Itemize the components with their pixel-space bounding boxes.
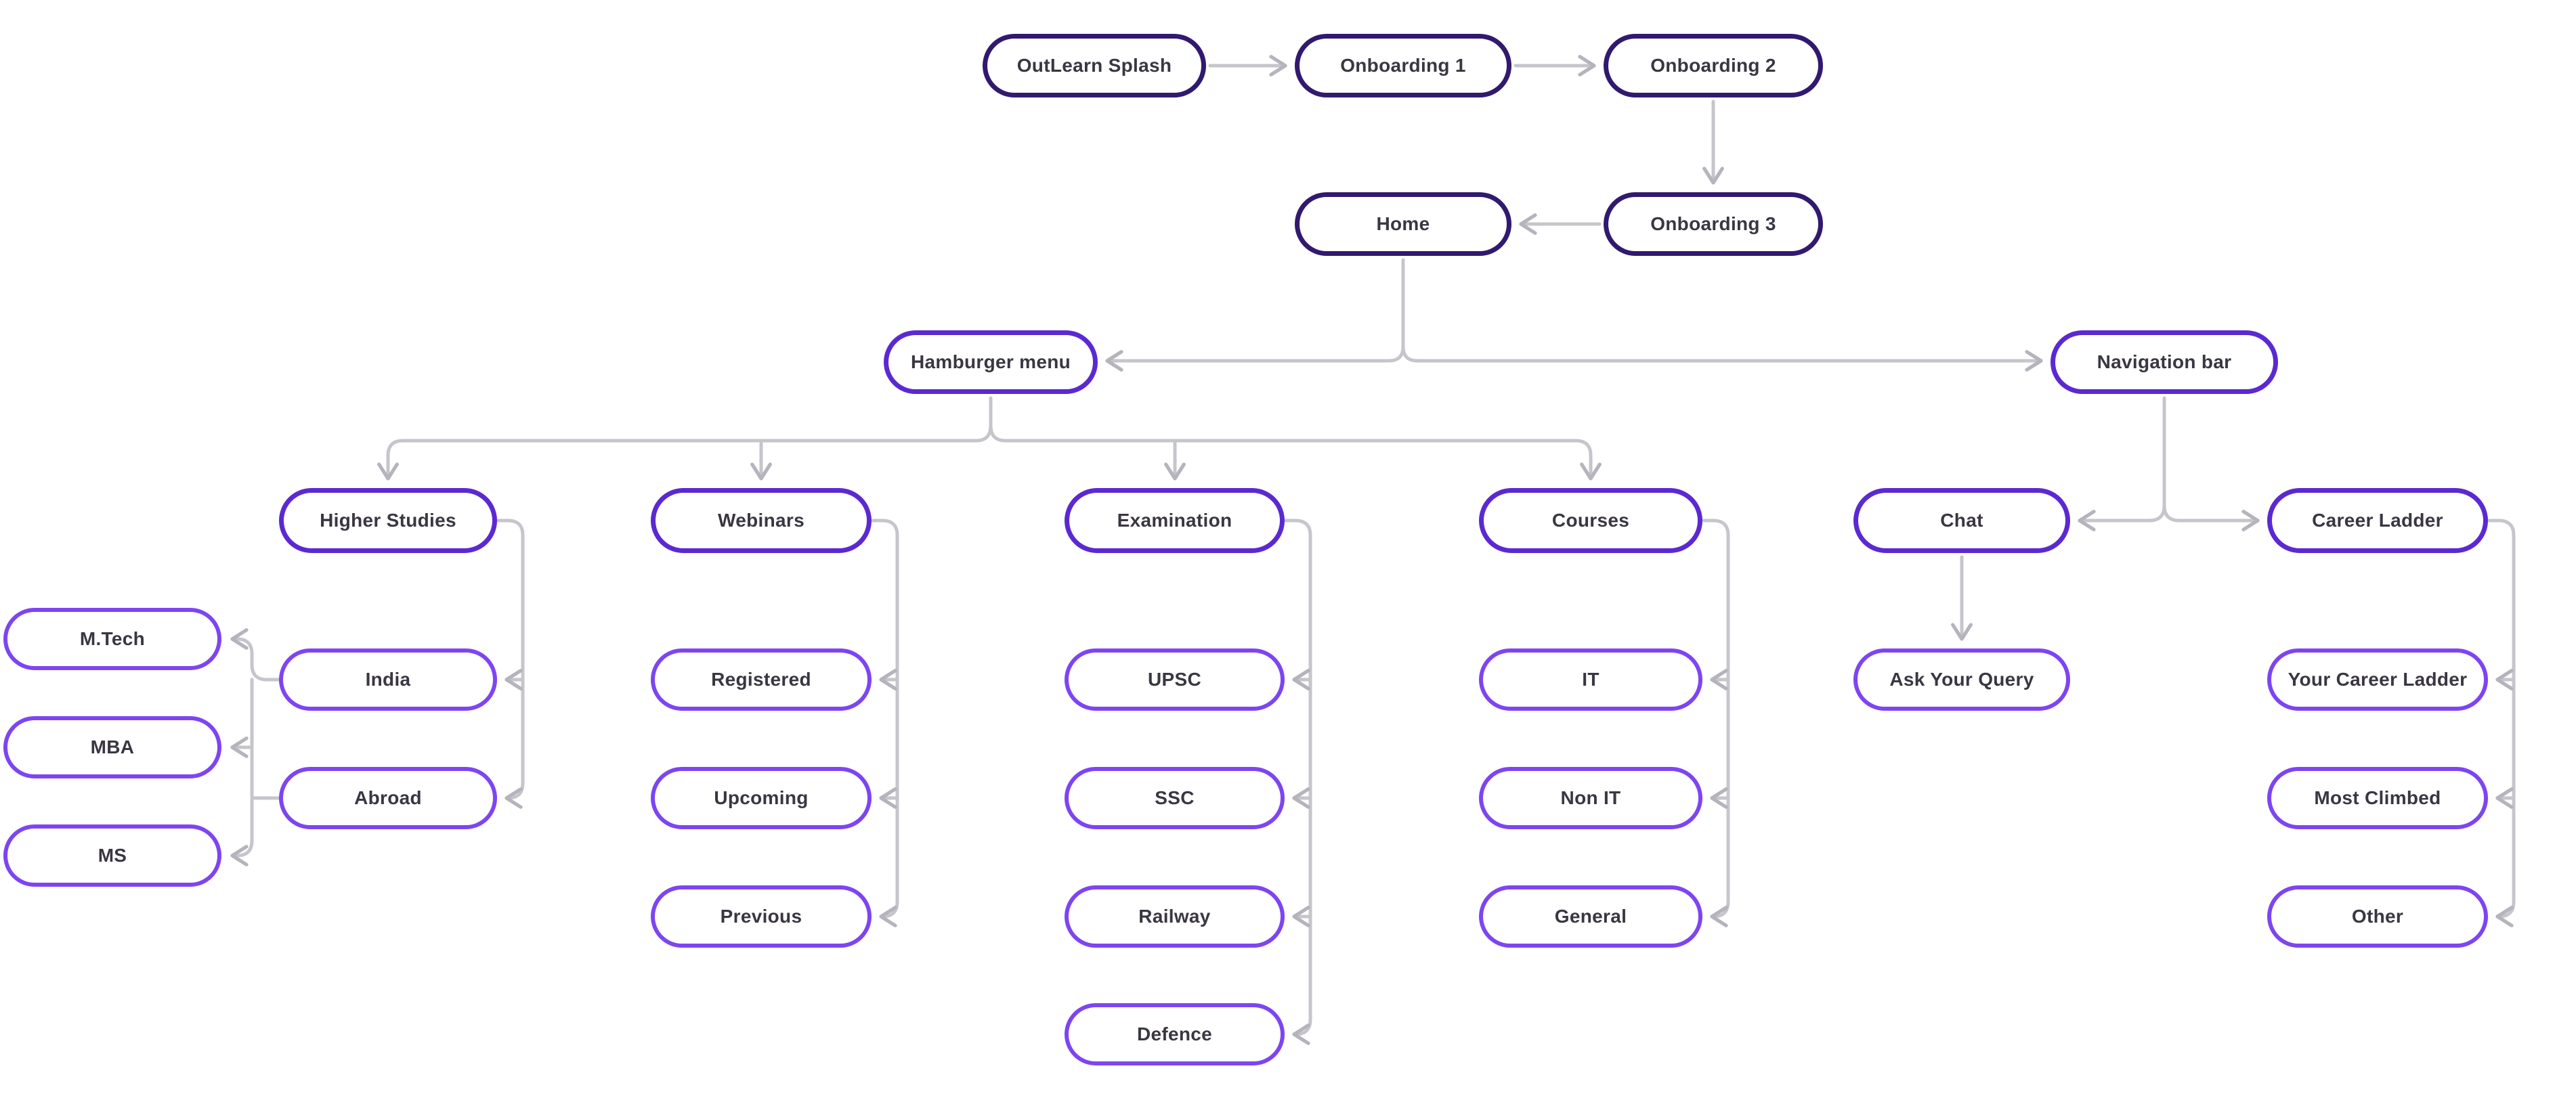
node-non-it-label: Non IT	[1560, 787, 1621, 808]
node-general-label: General	[1554, 906, 1627, 927]
node-home-label: Home	[1376, 213, 1430, 234]
connector-home-hamburger-menu	[1105, 258, 1405, 372]
node-webinars: Webinars	[651, 488, 872, 553]
node-onboarding-1-label: Onboarding 1	[1340, 55, 1466, 76]
node-onboarding-1: Onboarding 1	[1295, 34, 1511, 97]
node-your-career-ladder: Your Career Ladder	[2267, 648, 2488, 711]
node-india: India	[279, 648, 497, 711]
node-your-career-ladder-label: Your Career Ladder	[2288, 669, 2468, 690]
node-onboarding-3: Onboarding 3	[1604, 192, 1823, 256]
node-india-label: India	[365, 669, 411, 690]
node-ssc-label: SSC	[1155, 787, 1195, 808]
node-webinars-label: Webinars	[718, 510, 804, 531]
node-railway: Railway	[1065, 885, 1285, 948]
node-ms-label: MS	[98, 845, 127, 866]
node-other-label: Other	[2351, 906, 2404, 927]
node-previous-label: Previous	[720, 906, 802, 927]
node-navigation-bar: Navigation bar	[2051, 330, 2278, 394]
connector-examination-defence	[1284, 519, 1312, 1045]
node-upsc-label: UPSC	[1148, 669, 1201, 690]
node-home: Home	[1295, 192, 1511, 256]
connector-hamburger-higher-studies	[377, 396, 993, 481]
node-upsc: UPSC	[1065, 648, 1285, 711]
node-examination: Examination	[1065, 488, 1285, 553]
node-outlearn-splash: OutLearn Splash	[983, 34, 1206, 97]
node-courses-label: Courses	[1551, 510, 1630, 531]
node-abroad: Abroad	[279, 767, 497, 829]
connector-webinars-previous	[871, 519, 899, 927]
node-registered-label: Registered	[711, 669, 811, 690]
connector-home-navigation-bar	[1401, 345, 2043, 372]
node-defence: Defence	[1065, 1003, 1285, 1065]
node-registered: Registered	[651, 648, 872, 711]
node-ask-your-query: Ask Your Query	[1853, 648, 2070, 711]
node-higher-studies-label: Higher Studies	[320, 510, 456, 531]
node-navigation-bar-label: Navigation bar	[2097, 351, 2232, 372]
node-ask-your-query-label: Ask Your Query	[1889, 669, 2034, 690]
connector-india-mtech	[230, 628, 281, 682]
node-mtech-label: M.Tech	[79, 628, 146, 649]
node-it: IT	[1479, 648, 1702, 711]
node-career-ladder-label: Career Ladder	[2312, 510, 2443, 531]
node-ssc: SSC	[1065, 767, 1285, 829]
connector-courses-general	[1702, 519, 1730, 927]
node-career-ladder: Career Ladder	[2267, 488, 2488, 553]
node-mba-label: MBA	[90, 736, 135, 757]
connector-navbar-chat	[2078, 396, 2166, 531]
node-upcoming-label: Upcoming	[714, 787, 809, 808]
node-outlearn-splash-label: OutLearn Splash	[1016, 55, 1172, 76]
node-most-climbed: Most Climbed	[2267, 767, 2488, 829]
node-onboarding-2: Onboarding 2	[1604, 34, 1823, 97]
node-onboarding-3-label: Onboarding 3	[1650, 213, 1776, 234]
node-most-climbed-label: Most Climbed	[2314, 787, 2441, 808]
node-it-label: IT	[1582, 669, 1600, 690]
connector-rail-ms	[230, 678, 254, 866]
node-chat-label: Chat	[1940, 510, 1983, 531]
node-mba: MBA	[3, 716, 221, 778]
connector-navbar-career-ladder	[2162, 504, 2260, 531]
node-defence-label: Defence	[1136, 1023, 1213, 1044]
node-hamburger-menu: Hamburger menu	[884, 330, 1098, 394]
node-onboarding-2-label: Onboarding 2	[1650, 55, 1776, 76]
node-previous: Previous	[651, 885, 872, 948]
node-upcoming: Upcoming	[651, 767, 872, 829]
node-chat: Chat	[1853, 488, 2070, 553]
node-ms: MS	[3, 824, 221, 887]
node-non-it: Non IT	[1479, 767, 1702, 829]
node-higher-studies: Higher Studies	[279, 488, 497, 553]
node-courses: Courses	[1479, 488, 1702, 553]
connector-higher-studies-abroad	[496, 519, 525, 809]
node-examination-label: Examination	[1117, 510, 1232, 531]
connector-hamburger-courses	[989, 424, 1602, 481]
node-hamburger-menu-label: Hamburger menu	[910, 351, 1071, 372]
node-mtech: M.Tech	[3, 608, 221, 670]
node-general: General	[1479, 885, 1702, 948]
connector-career-ladder-other	[2487, 519, 2516, 927]
node-abroad-label: Abroad	[354, 787, 422, 808]
node-railway-label: Railway	[1138, 906, 1211, 927]
node-other: Other	[2267, 885, 2488, 948]
